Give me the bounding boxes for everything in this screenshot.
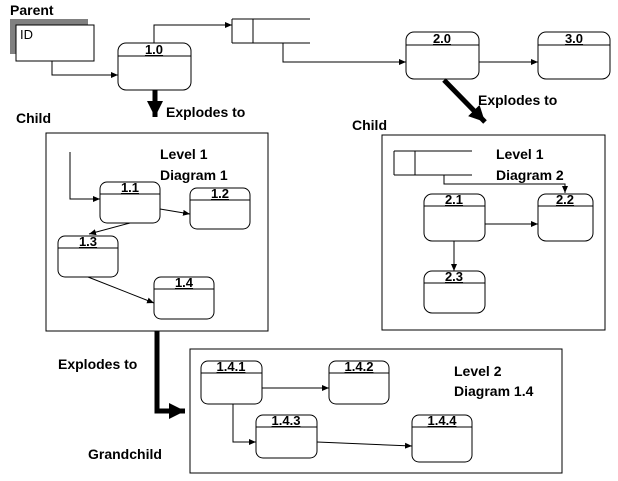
process-1-1[interactable]: 1.1 [99,180,161,224]
process-2-3[interactable]: 2.3 [423,269,486,314]
process-1-4-2[interactable]: 1.4.2 [328,359,390,405]
process-id: 2.0 [433,31,451,46]
diagram-1-4-title-line1: Level 2 [454,363,502,379]
flow-1-4-3-to-1-4-4 [316,441,413,449]
process-2-1[interactable]: 2.1 [423,192,486,242]
flow-1-1-to-1-2 [159,208,191,216]
process-1-2[interactable]: 1.2 [189,186,251,230]
child-label-right: Child [352,117,387,133]
process-id: 2.3 [445,269,463,284]
flow-1-3-to-1-4 [87,276,155,304]
process-1-0[interactable]: 1.0 [117,42,192,91]
process-id: 1.2 [211,186,229,201]
child-label-left: Child [16,110,51,126]
data-store-diagram-2[interactable] [393,150,472,176]
data-store-top[interactable] [231,18,310,44]
flow-1-0-to-datastore [153,22,232,43]
explodes-label-2: Explodes to [478,92,557,108]
entity-label: ID [20,27,33,42]
external-entity[interactable]: ID [10,19,95,62]
process-1-3[interactable]: 1.3 [57,234,119,278]
process-id: 1.3 [79,234,97,249]
diagram-1-title-line1: Level 1 [160,146,208,162]
process-id: 3.0 [565,31,583,46]
flow-into-1-1 [69,152,100,202]
grandchild-label: Grandchild [88,446,162,462]
flow-1-4-1-to-1-4-3 [232,404,256,445]
process-1-4[interactable]: 1.4 [153,275,215,320]
process-id: 1.4 [175,275,194,290]
process-2-2[interactable]: 2.2 [537,192,594,242]
process-1-4-4[interactable]: 1.4.4 [411,413,473,463]
process-1-4-3[interactable]: 1.4.3 [255,413,318,459]
flow-entity-to-1-0 [51,61,118,78]
explodes-label-3: Explodes to [58,356,137,372]
process-id: 1.1 [121,180,139,195]
process-id: 2.2 [556,192,574,207]
process-id: 1.4.3 [272,413,301,428]
entity-box [15,24,95,62]
diagram-1-4-title-line2: Diagram 1.4 [454,383,534,399]
explode-arrow-3 [154,331,185,419]
explodes-label-1: Explodes to [166,104,245,120]
diagram-2-title-line1: Level 1 [496,146,544,162]
process-id: 1.4.1 [217,359,246,374]
process-id: 1.4.2 [345,359,374,374]
process-id: 1.4.4 [428,413,458,428]
diagram-2-title-line2: Diagram 2 [496,167,564,183]
explode-arrow-2 [442,78,487,124]
flow-datastore-to-2-0 [282,43,406,65]
flow-1-1-to-1-3 [88,222,131,236]
flow-datastore-to-2-2 [443,175,568,193]
process-3-0[interactable]: 3.0 [537,31,611,80]
process-2-0[interactable]: 2.0 [405,31,480,80]
process-id: 1.0 [145,42,163,57]
process-1-4-1[interactable]: 1.4.1 [200,359,263,405]
process-id: 2.1 [445,192,463,207]
parent-label: Parent [10,2,54,18]
diagram-1-title-line2: Diagram 1 [160,167,228,183]
